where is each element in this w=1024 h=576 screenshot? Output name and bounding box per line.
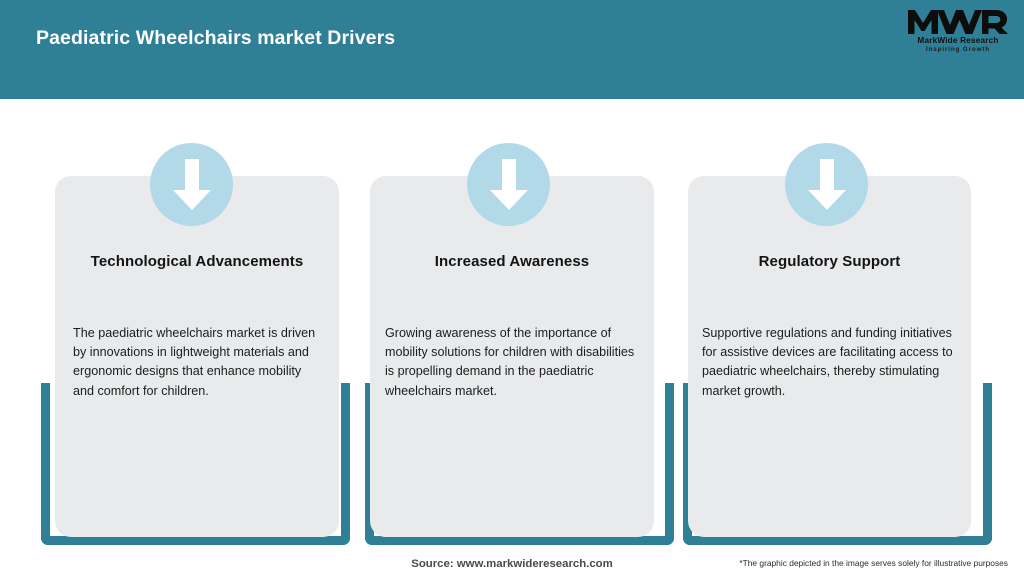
logo-tagline: Inspiring Growth [926,46,990,53]
page-title: Paediatric Wheelchairs market Drivers [36,27,396,49]
card-body-text: Supportive regulations and funding initi… [702,326,953,398]
card-frame-accent [365,383,674,545]
logo-company-name: MarkWide Research [917,36,999,45]
down-arrow-icon [785,143,868,226]
card-frame-accent [41,383,350,545]
source-label: Source: www.markwideresearch.com [411,558,613,570]
down-arrow-icon [150,143,233,226]
mwr-monogram-icon [908,10,1008,34]
card-heading: Technological Advancements [90,253,304,270]
card-panel [688,176,971,537]
card-heading: Regulatory Support [758,253,901,270]
driver-card-1[interactable]: Technological Advancements The paediatri… [41,99,357,549]
driver-card-3[interactable]: Regulatory Support Supportive regulation… [671,99,992,549]
card-frame-accent [683,383,992,545]
drivers-card-row: Technological Advancements The paediatri… [0,99,1024,576]
card-panel [370,176,654,537]
header-bar [0,0,1024,99]
down-arrow-icon [467,143,550,226]
disclaimer-note: *The graphic depicted in the image serve… [739,558,1008,568]
company-logo: MarkWide Research Inspiring Growth [906,8,1010,58]
card-heading: Increased Awareness [434,253,590,270]
card-body-text: The paediatric wheelchairs market is dri… [73,326,316,398]
card-body-text: Growing awareness of the importance of m… [385,326,635,398]
card-panel [55,176,339,537]
driver-card-2[interactable]: Increased Awareness Growing awareness of… [356,99,674,549]
